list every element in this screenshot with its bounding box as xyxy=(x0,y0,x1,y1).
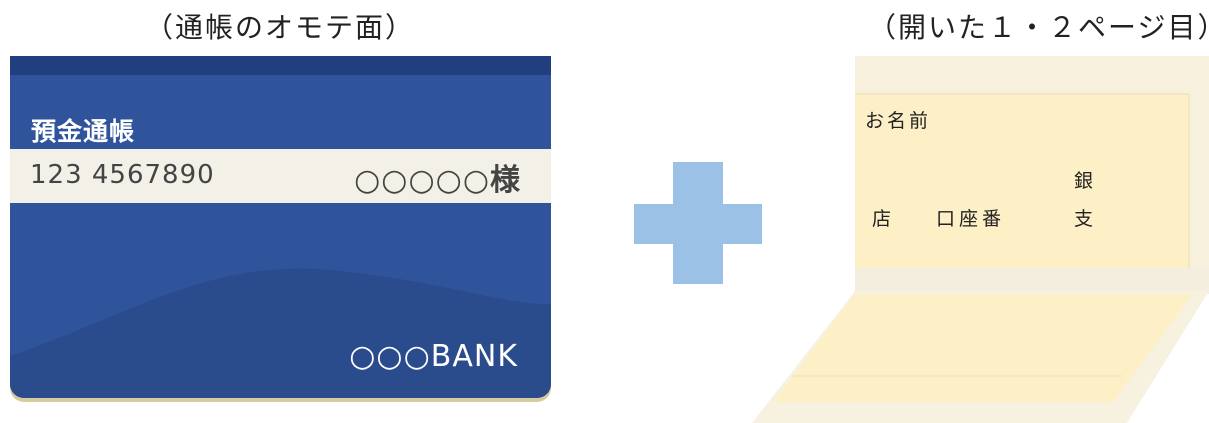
open-passbook: お名前 店 口座番 銀 支 xyxy=(752,56,1209,423)
lower-page xyxy=(774,294,1193,402)
account-number-label: 口座番 xyxy=(936,208,1006,230)
account-band: 123 4567890 ○○○○○様 xyxy=(10,149,551,203)
name-label: お名前 xyxy=(865,110,932,132)
upper-page xyxy=(855,94,1189,268)
account-number: 123 4567890 xyxy=(30,160,215,190)
plus-horizontal-bar xyxy=(634,204,762,244)
cover-top-strip xyxy=(10,56,551,75)
account-holder-name: ○○○○○様 xyxy=(354,163,521,198)
open-passbook-drawing xyxy=(752,56,1209,423)
bank-label: 銀 xyxy=(1074,170,1094,192)
page-gutter xyxy=(855,268,1209,294)
cover-wave-decoration xyxy=(10,268,551,398)
bank-name: ○○○BANK xyxy=(349,339,518,374)
cover-caption: （通帳のオモテ面） xyxy=(145,11,416,44)
open-pages-caption: （開いた１・２ページ目） xyxy=(868,11,1209,44)
passbook-cover: 預金通帳 123 4567890 ○○○○○様 ○○○BANK xyxy=(10,56,551,398)
passbook-title: 預金通帳 xyxy=(31,117,136,146)
branch-label: 支 xyxy=(1074,208,1094,230)
plus-icon xyxy=(634,162,762,284)
store-label: 店 xyxy=(872,208,892,230)
